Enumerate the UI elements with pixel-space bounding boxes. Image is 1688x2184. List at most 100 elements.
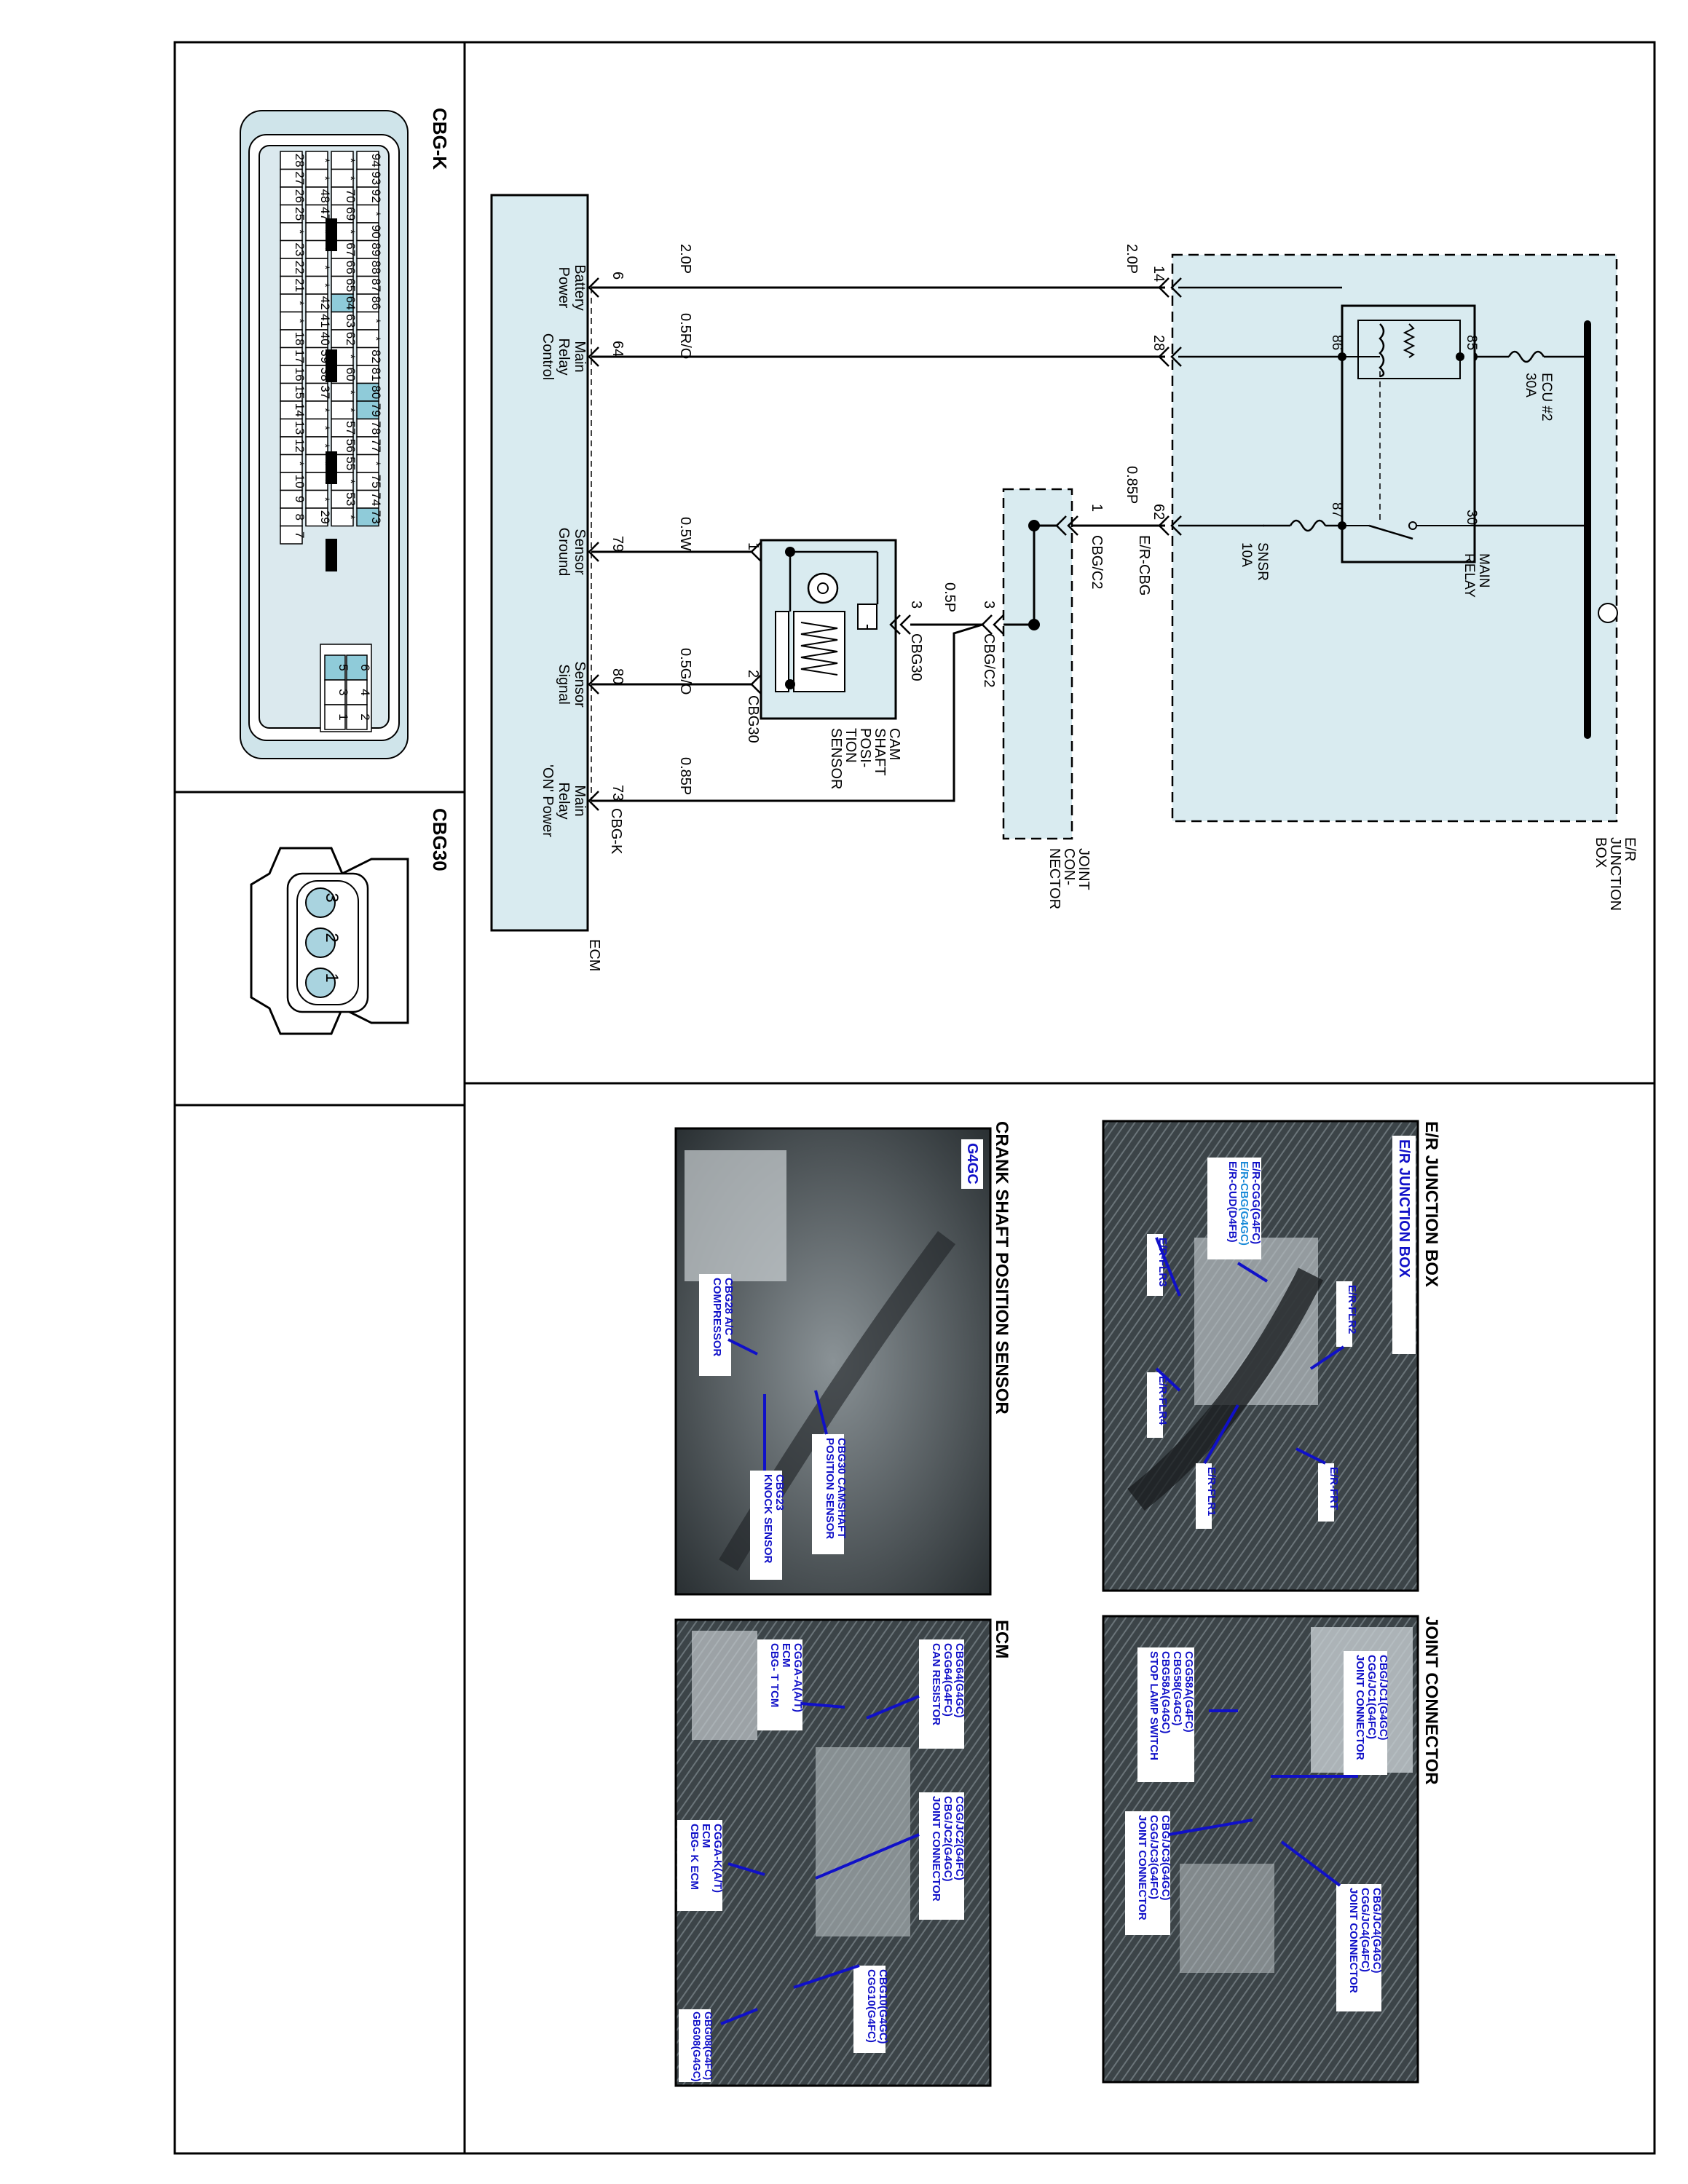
cbgk-pin-number: 25	[293, 207, 307, 221]
cbgk-pin-number: 23	[293, 242, 307, 256]
cbgk-pin-number: *	[293, 229, 307, 234]
cbgk-small-pin: 3	[336, 689, 350, 695]
svg-text:COMPRESSOR: COMPRESSOR	[711, 1278, 723, 1357]
cbgk-pin-number: 28	[293, 154, 307, 167]
cbgk-pin-cell	[305, 472, 328, 491]
cbgk-pin-number: 69	[344, 207, 358, 221]
cbgk-pin-number: *	[293, 301, 307, 306]
jb-pin-62: 62	[1151, 504, 1167, 520]
cbgk-small-pin: 1	[336, 713, 350, 720]
cbgk-pin-cell	[305, 507, 328, 527]
cbgk-pin-number: 65	[344, 278, 358, 292]
svg-text:CBG/JC2(G4GC): CBG/JC2(G4GC)	[942, 1796, 954, 1882]
cbgk-pin-number: 42	[318, 296, 332, 310]
crank-callouts: CBG28 A/C COMPRESSOR CBG30 CAMSHAFT POSI…	[699, 1274, 848, 1580]
cbgk-pin-number: 26	[293, 189, 307, 203]
cbgk-pin-number: *	[344, 479, 358, 484]
svg-text:POSITION SENSOR: POSITION SENSOR	[824, 1438, 836, 1539]
cbgk-pin-cell	[305, 311, 328, 331]
photo-crank-heading: CRANK SHAFT POSITION SENSOR	[992, 1121, 1011, 1415]
junction-callouts: E/R-CGG(G4FC) E/R-CBG(G4GC) E/R-CUD(D4FB…	[1147, 1158, 1358, 1529]
cbgk-small-cell	[324, 654, 346, 681]
cbgk-pin-cell	[280, 347, 303, 366]
cbg30-pin-2: 2	[322, 933, 342, 942]
cbgk-pin-number: 75	[369, 475, 383, 488]
cbgk-pin-cell	[305, 489, 328, 509]
cbgk-small-pin: 5	[336, 664, 350, 670]
cbgk-pin-number: 79	[369, 403, 383, 417]
ecm-pin-label: SensorGround	[556, 528, 588, 577]
svg-text:CBG23: CBG23	[773, 1474, 786, 1511]
cbgk-small-pin: 6	[358, 664, 372, 670]
photo-junction-heading: E/R JUNCTION BOX	[1421, 1121, 1441, 1287]
cbgk-pin-cell	[331, 382, 354, 402]
photo-ecm: ECM CBG64(G4GC) CGG64(G4FC) CAN RESISTOR…	[674, 1618, 1011, 2087]
cam-conn-top: CBG30	[908, 633, 924, 681]
jc-label-bottom: CBG/C2	[981, 633, 997, 687]
ecm-pin-number: 79	[610, 536, 626, 552]
cbgk-pin-number: 29	[318, 510, 332, 524]
cbgk-pin-cell	[356, 204, 379, 223]
cbgk-pin-number: 93	[369, 171, 383, 185]
cbgk-small-cell	[324, 704, 346, 730]
cbgk-key-slot	[326, 218, 337, 251]
cbgk-pin-cell	[331, 168, 354, 188]
cbgk-pin-number: 63	[344, 314, 358, 328]
cbg30-title: CBG30	[429, 808, 451, 871]
cbgk-pin-cell	[356, 293, 379, 313]
photo-joint-heading: JOINT CONNECTOR	[1421, 1616, 1441, 1785]
svg-text:CBG58A(G4GC): CBG58A(G4GC)	[1159, 1651, 1172, 1733]
svg-text:JUNCTION: JUNCTION	[1607, 837, 1623, 911]
wire-size-4: 0.85P	[1124, 466, 1140, 504]
cbgk-pin-number: *	[344, 354, 358, 359]
cbgk-pin-cell	[331, 258, 354, 277]
cbgk-pin-cell	[280, 418, 303, 438]
cbgk-pin-number: 90	[369, 225, 383, 239]
ecm-pin-number: 80	[610, 668, 626, 684]
cam-pin-1: 1	[745, 542, 761, 550]
cbgk-pin-number: 81	[369, 368, 383, 381]
cbgk-pin-number: *	[318, 247, 332, 252]
cbgk-pin-number: 53	[344, 492, 358, 506]
wire-size-1: 2.0P	[1124, 244, 1140, 274]
cbgk-pin-number: 8	[293, 514, 307, 521]
svg-text:JOINT: JOINT	[1076, 848, 1092, 890]
cbg30-pin-3: 3	[322, 893, 342, 902]
cbgk-pin-cell	[305, 222, 328, 242]
cbgk-pin-number: 88	[369, 261, 383, 274]
main-relay	[1341, 304, 1476, 563]
cbgk-pin-cell	[280, 329, 303, 349]
ecm-pin-label: SensorSignal	[556, 661, 588, 708]
photo-junction-box: E/R JUNCTION BOX E/R JUNCTION BOX E/R-CG…	[1102, 1120, 1441, 1592]
cbgk-key-slot	[326, 539, 337, 571]
cbgk-pin-number: 48	[318, 189, 332, 203]
svg-text:JOINT CONNECTOR: JOINT CONNECTOR	[1354, 1655, 1366, 1760]
photo-joint-connector: JOINT CONNECTOR CBG/JC1(G4GC) CGG/JC1(G4…	[1102, 1615, 1441, 2084]
cbgk-pin-number: 22	[293, 261, 307, 274]
relay-pin-30: 30	[1464, 510, 1479, 525]
cbgk-pin-number: *	[318, 408, 332, 413]
cbgk-pin-number: 66	[344, 261, 358, 274]
cbgk-pin-number: *	[318, 461, 332, 466]
photo-crank-sensor: CRANK SHAFT POSITION SENSOR G4GC CBG28 A…	[674, 1121, 1011, 1596]
ecm-pin-number: 6	[610, 272, 626, 280]
svg-text:CBG58(G4GC): CBG58(G4GC)	[1171, 1651, 1183, 1726]
cbgk-pin-cell	[280, 311, 303, 331]
cbgk-pin-number: 17	[293, 349, 307, 363]
cbgk-pin-number: 87	[369, 278, 383, 292]
svg-text:E/R-FLR1: E/R-FLR1	[1205, 1467, 1218, 1516]
svg-text:CON-: CON-	[1061, 848, 1077, 885]
cbgk-pin-number: 74	[369, 492, 383, 506]
cbgk-pin-number: 57	[344, 421, 358, 435]
cbgk-pin-cell	[280, 275, 303, 295]
cbgk-pin-cell	[356, 382, 379, 402]
cbgk-pin-cell	[305, 418, 328, 438]
wire-size-5: 0.5P	[942, 582, 958, 612]
cbgk-pin-cell	[280, 525, 303, 545]
cbgk-pin-number: *	[318, 425, 332, 430]
cbgk-pin-cell	[305, 382, 328, 402]
svg-text:CGGA-A(A/T): CGGA-A(A/T)	[792, 1643, 804, 1712]
cbgk-pin-number: 82	[369, 349, 383, 363]
ecm-block	[490, 194, 589, 932]
ecm-callouts: CBG64(G4GC) CGG64(G4FC) CAN RESISTOR CGG…	[677, 1639, 966, 2082]
